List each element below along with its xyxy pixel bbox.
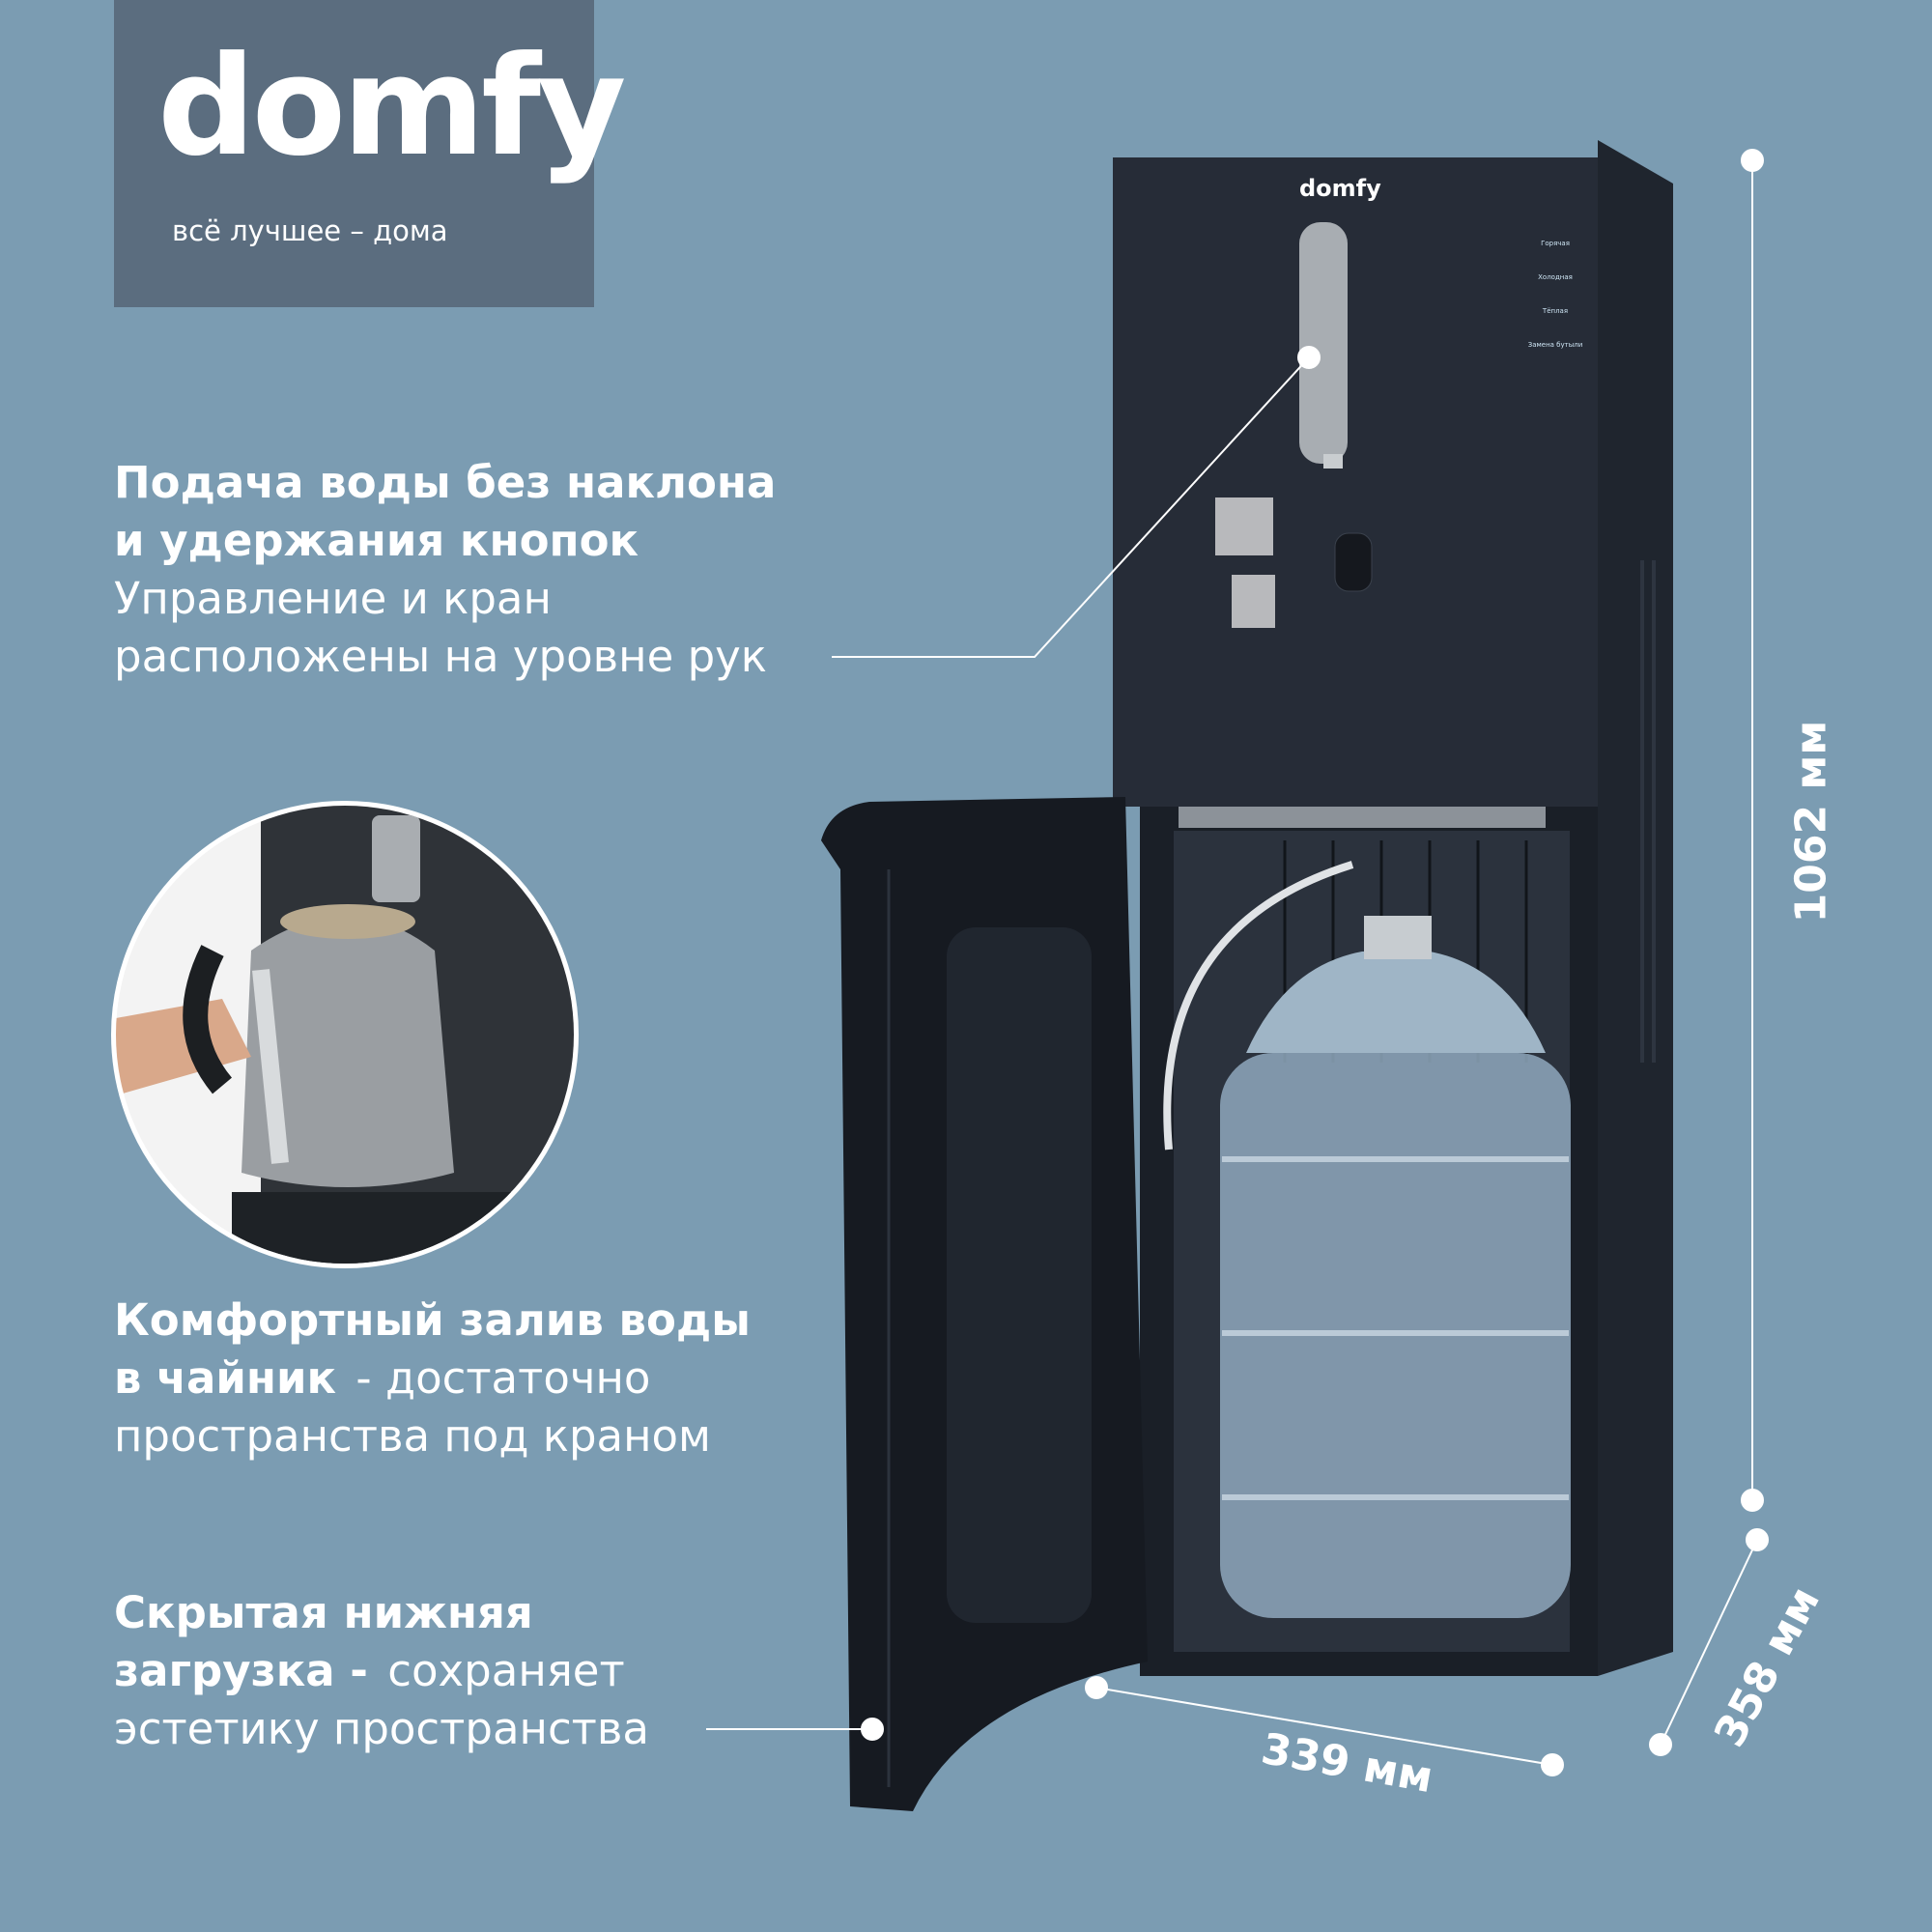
feature-title: загрузка - [114,1645,368,1696]
water-bottle [1220,916,1571,1618]
control-panel: Горячая Холодная Тёплая Замена бутыли [1512,227,1599,362]
bottle-change-button[interactable]: Замена бутыли [1527,341,1583,349]
callout-dot [1297,346,1321,369]
feature-title: в чайник [114,1352,337,1404]
feature-title: Подача воды без наклона [114,457,777,508]
cold-button[interactable]: Холодная [1538,273,1573,281]
warm-button[interactable]: Тёплая [1542,307,1569,315]
panel-logo: domfy [1299,175,1381,202]
feature-desc: эстетику пространства [114,1703,649,1754]
feature-title: Комфортный залив воды [114,1294,751,1346]
feature-desc: расположены на уровне рук [114,631,767,682]
callout-dot [861,1718,884,1741]
height-label: 1062 мм [1786,720,1836,923]
feature-title: и удержания кнопок [114,515,639,566]
tap-button [1334,532,1373,592]
feature-title: Скрытая нижняя [114,1587,533,1638]
feature-bottom-load: Скрытая нижняя загрузка - сохраняет эсте… [114,1584,649,1758]
depth-dimension-line [1660,1539,1758,1746]
logo-wordmark: domfy [157,27,627,186]
hint-icon [1215,497,1273,555]
feature-kettle: Комфортный залив воды в чайник - достато… [114,1292,751,1465]
callout-line [832,356,1310,658]
feature-spout: Подача воды без наклона и удержания кноп… [114,454,776,686]
logo-tagline: всё лучшее – дома [172,214,448,247]
feature-desc: Управление и кран [114,573,552,624]
hint-icon [1232,575,1275,628]
feature-desc: сохраняет [373,1645,625,1696]
hot-button[interactable]: Горячая [1541,240,1570,247]
brand-logo: domfy всё лучшее – дома [114,0,627,307]
width-dimension-line [1095,1687,1553,1766]
feature-desc: пространства под краном [114,1410,711,1462]
kettle-photo [111,801,579,1268]
feature-desc: - достаточно [342,1352,651,1404]
spout [1299,222,1348,464]
